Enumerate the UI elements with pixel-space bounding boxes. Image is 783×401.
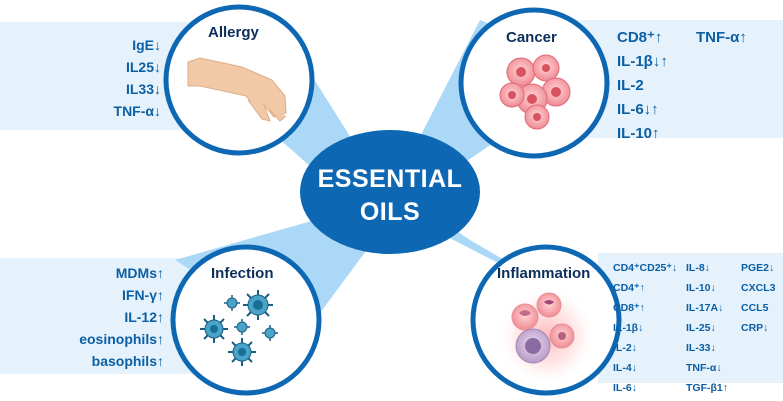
virus-icon [200, 290, 278, 366]
cancer-title: Cancer [506, 29, 557, 46]
hand-icon [187, 57, 287, 122]
center-ellipse [300, 130, 480, 254]
cancer-markers: CD8⁺↑ IL-1β↓↑ IL-2 IL-6↓↑ IL-10↑ [617, 26, 668, 146]
inflammation-panel [598, 253, 783, 383]
allergy-marker: IL25↓ [125, 59, 161, 75]
inflammation-markers-col2: IL-8↓ IL-10↓ IL-17A↓ IL-25↓ IL-33↓ TNF-α… [686, 258, 728, 398]
inflammation-marker: CRP↓ [741, 322, 769, 334]
inflammation-marker: CD8⁺↑ [613, 302, 645, 314]
inflammation-markers-col1: CD4⁺CD25⁺↓ CD4⁺↑ CD8⁺↑ IL-1β↓ IL-2↓ IL-4… [613, 258, 677, 398]
immune-cells-icon [497, 286, 597, 386]
inflammation-marker: IL-1β↓ [613, 322, 644, 334]
inflammation-marker: CXCL3 [741, 282, 776, 294]
inflammation-marker: PGE2↓ [741, 262, 775, 274]
inflammation-marker: IL-8↓ [686, 262, 710, 274]
allergy-marker: IL33↓ [125, 81, 161, 97]
inflammation-marker: CD4⁺↑ [613, 282, 645, 294]
inflammation-title: Inflammation [497, 265, 591, 282]
cancer-marker: IL-10↑ [617, 125, 660, 142]
cancer-marker-tnf: TNF-α↑ [696, 29, 747, 46]
inflammation-marker: CD4⁺CD25⁺↓ [613, 262, 678, 274]
center-label: ESSENTIAL OILS [301, 163, 479, 229]
allergy-markers: IgE↓ IL25↓ IL33↓ TNF-α↓ [60, 34, 161, 122]
cancer-marker: CD8⁺↑ [617, 29, 663, 46]
cancer-marker: IL-1β↓↑ [617, 53, 668, 70]
cancer-cells-icon [499, 54, 571, 130]
inflammation-marker: CCL5 [741, 302, 769, 314]
inflammation-marker: IL-17A↓ [686, 302, 724, 314]
infection-circle [170, 244, 322, 396]
inflammation-marker: IL-33↓ [686, 342, 716, 354]
infection-marker: eosinophils↑ [79, 331, 164, 347]
inflammation-marker: IL-6↓ [613, 382, 637, 394]
infection-title: Infection [211, 265, 274, 282]
inflammation-markers-col3: PGE2↓ CXCL3 CCL5 CRP↓ [741, 258, 775, 338]
inflammation-marker: IL-2↓ [613, 342, 637, 354]
cancer-marker: IL-2 [617, 77, 644, 94]
allergy-marker: IgE↓ [132, 37, 161, 53]
center-label-line1: ESSENTIAL [317, 165, 463, 193]
center-label-line2: OILS [359, 198, 421, 226]
infection-marker: IL-12↑ [124, 309, 164, 325]
inflammation-marker: IL-25↓ [686, 322, 716, 334]
infection-marker: basophils↑ [91, 353, 164, 369]
inflammation-marker: TNF-α↓ [686, 362, 722, 374]
cancer-marker: IL-6↓↑ [617, 101, 659, 118]
infection-marker: IFN-γ↑ [122, 287, 164, 303]
inflammation-marker: IL-10↓ [686, 282, 716, 294]
infection-markers: MDMs↑ IFN-γ↑ IL-12↑ eosinophils↑ basophi… [20, 262, 164, 372]
infection-marker: MDMs↑ [115, 265, 164, 281]
cancer-circle [458, 7, 610, 159]
allergy-title: Allergy [208, 24, 259, 41]
inflammation-marker: TGF-β1↑ [686, 382, 728, 394]
inflammation-marker: IL-4↓ [613, 362, 637, 374]
allergy-marker: TNF-α↓ [113, 103, 161, 119]
